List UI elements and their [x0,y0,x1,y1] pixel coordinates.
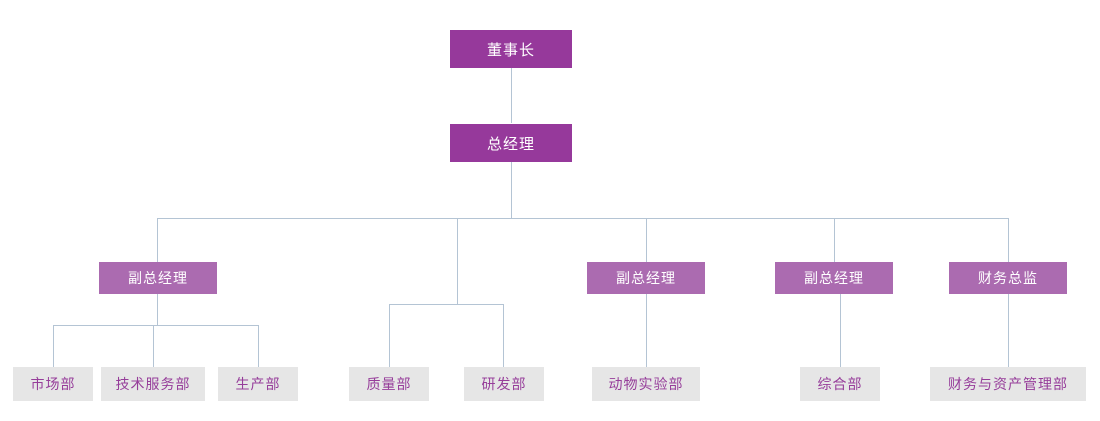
connector-drop-deputy-4 [834,218,835,262]
connector-deputy2-bus [389,304,504,305]
node-dept-animal-lab-label: 动物实验部 [608,376,684,392]
node-dept-tech-service-label: 技术服务部 [115,376,191,392]
connector-deputy4-to-general-affairs [840,294,841,367]
node-dept-animal-lab[interactable]: 动物实验部 [592,367,700,401]
node-deputy-gm-1-label: 副总经理 [128,270,188,286]
connector-deputy2-to-quality [389,304,390,367]
connector-drop-deputy-1 [157,218,158,262]
node-dept-production[interactable]: 生产部 [218,367,298,401]
connector-drop-deputy-2 [457,218,458,304]
node-dept-general-affairs-label: 综合部 [817,376,863,392]
node-dept-marketing-label: 市场部 [30,376,76,392]
node-dept-rnd[interactable]: 研发部 [464,367,544,401]
connector-drop-deputy-3 [646,218,647,262]
connector-deputy2-to-rnd [503,304,504,367]
node-deputy-gm-1[interactable]: 副总经理 [99,262,217,294]
connector-chairman-to-gm [511,68,512,123]
node-dept-finance-asset[interactable]: 财务与资产管理部 [930,367,1086,401]
node-dept-rnd-label: 研发部 [481,376,527,392]
connector-deputy1-trunk [157,294,158,325]
node-dept-marketing[interactable]: 市场部 [13,367,93,401]
node-dept-finance-asset-label: 财务与资产管理部 [948,376,1068,392]
node-chairman-label: 董事长 [486,41,535,59]
node-dept-general-affairs[interactable]: 综合部 [800,367,880,401]
connector-cfo-to-finance-asset [1008,294,1009,367]
connector-deputy1-to-tech-service [153,325,154,367]
node-deputy-gm-3-label: 副总经理 [616,270,676,286]
node-cfo-label: 财务总监 [978,270,1038,286]
node-chairman[interactable]: 董事长 [450,30,572,68]
node-dept-tech-service[interactable]: 技术服务部 [101,367,205,401]
connector-level2-bus [157,218,1009,219]
connector-drop-cfo [1008,218,1009,262]
connector-deputy1-to-marketing [53,325,54,367]
node-dept-quality-label: 质量部 [366,376,412,392]
connector-deputy1-bus [53,325,259,326]
node-dept-production-label: 生产部 [235,376,281,392]
connector-deputy3-to-animal-lab [646,294,647,367]
node-general-manager[interactable]: 总经理 [450,124,572,162]
connector-gm-trunk [511,159,512,218]
node-cfo[interactable]: 财务总监 [949,262,1067,294]
node-deputy-gm-4-label: 副总经理 [804,270,864,286]
node-general-manager-label: 总经理 [486,135,535,153]
node-dept-quality[interactable]: 质量部 [349,367,429,401]
node-deputy-gm-4[interactable]: 副总经理 [775,262,893,294]
node-deputy-gm-3[interactable]: 副总经理 [587,262,705,294]
connector-deputy1-to-production [258,325,259,367]
